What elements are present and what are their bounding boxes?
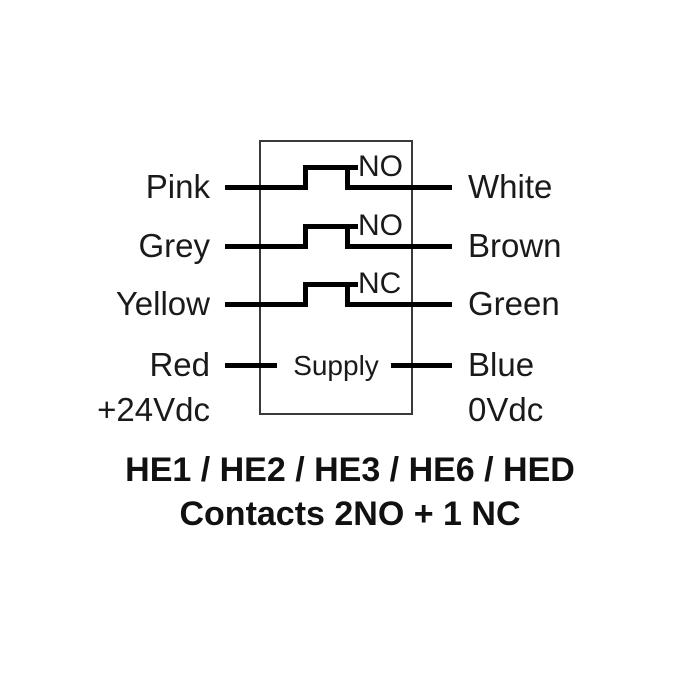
supply-label: Supply [293, 350, 379, 381]
row-2-contact-leg-right [345, 224, 350, 249]
row-4-right-wire [391, 363, 452, 368]
row-4-right-sublabel: 0Vdc [468, 391, 544, 428]
row-4-left-sublabel: +24Vdc [97, 391, 210, 428]
row-3-contact-bar [303, 282, 358, 287]
row-2-contact-type: NO [358, 209, 403, 242]
row-1-right-label: White [468, 168, 553, 205]
row-4-left-wire [225, 363, 277, 368]
row-2-contact-bar [303, 224, 358, 229]
row-2-left-label: Grey [138, 227, 210, 264]
row-1-contact-leg-left [303, 165, 308, 190]
row-4-right-label: Blue [468, 346, 535, 383]
row-3-right-wire [345, 302, 452, 307]
row-2-right-label: Brown [468, 227, 562, 264]
row-2-contact-leg-left [303, 224, 308, 249]
row-3-contact-type: NC [358, 267, 402, 300]
row-1-contact-bar [303, 165, 358, 170]
diagram-subtitle: Contacts 2NO + 1 NC [179, 495, 521, 533]
row-2-left-wire [225, 244, 308, 249]
row-1-contact-leg-right [345, 165, 350, 190]
row-2-right-wire [345, 244, 452, 249]
row-3-left-label: Yellow [115, 285, 210, 322]
enclosure-box [259, 140, 413, 415]
diagram-title: HE1 / HE2 / HE3 / HE6 / HED [125, 451, 575, 489]
row-4-left-label: Red [149, 346, 210, 383]
row-3-right-label: Green [468, 285, 560, 322]
row-1-right-wire [345, 185, 452, 190]
row-3-left-wire [225, 302, 308, 307]
row-1-left-wire [225, 185, 308, 190]
row-1-left-label: Pink [145, 168, 210, 205]
row-1-contact-type: NO [358, 150, 403, 183]
row-3-contact-leg-right [345, 282, 350, 307]
row-3-contact-leg-left [303, 282, 308, 307]
